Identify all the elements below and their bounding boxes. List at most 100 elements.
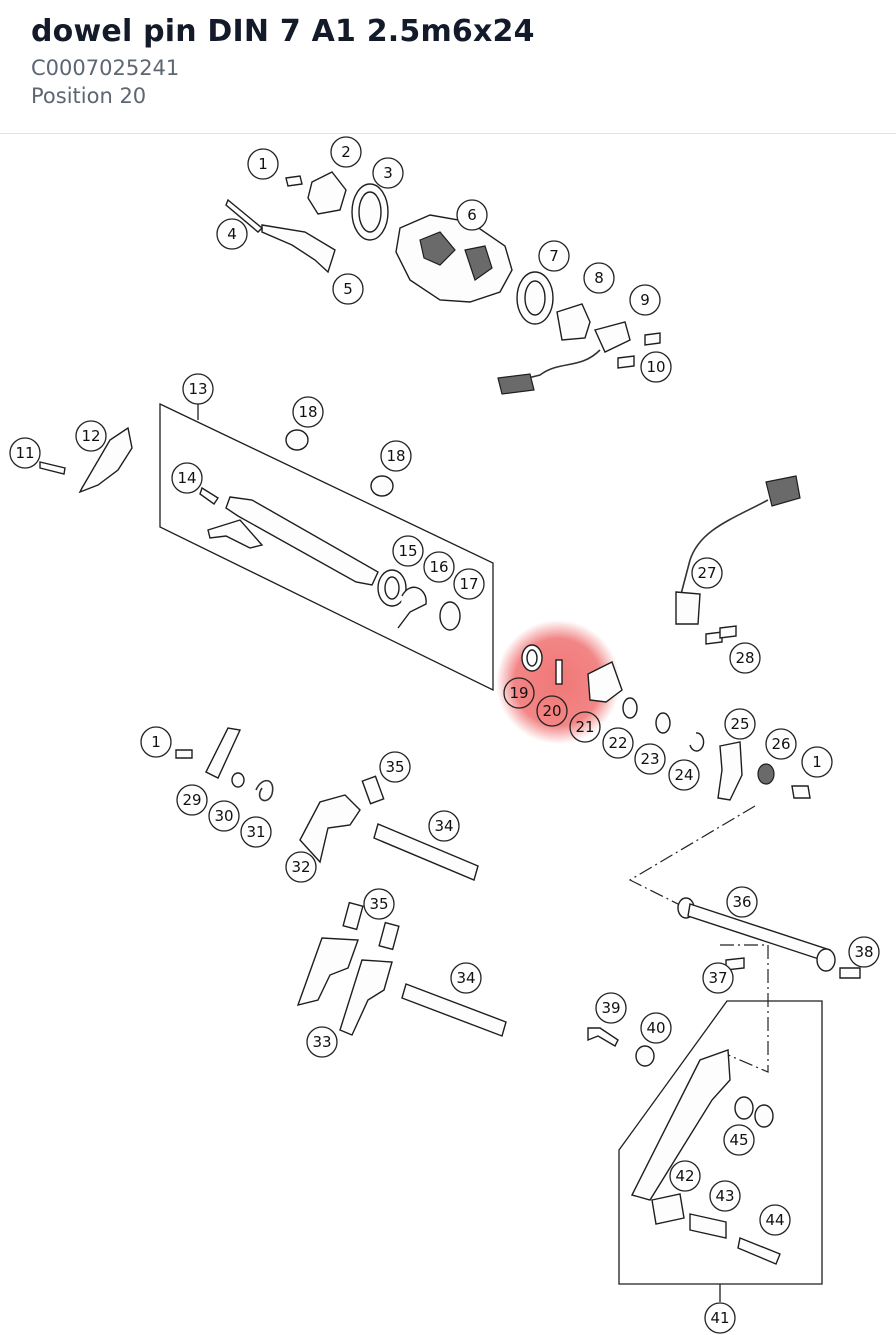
- callout-17[interactable]: 17: [453, 568, 485, 600]
- svg-text:45: 45: [729, 1131, 748, 1149]
- callout-40[interactable]: 40: [640, 1012, 672, 1044]
- svg-text:9: 9: [640, 291, 650, 309]
- callout-42[interactable]: 42: [669, 1160, 701, 1192]
- part-title: dowel pin DIN 7 A1 2.5m6x24: [31, 14, 535, 49]
- callout-34b[interactable]: 34: [450, 962, 482, 994]
- part-position: Position 20: [31, 84, 147, 108]
- svg-text:44: 44: [765, 1211, 784, 1229]
- svg-text:6: 6: [467, 206, 477, 224]
- svg-text:31: 31: [246, 823, 265, 841]
- shift-lever-frame: [618, 1000, 823, 1302]
- callout-18b[interactable]: 18: [380, 440, 412, 472]
- callout-14[interactable]: 14: [171, 462, 203, 494]
- callout-26[interactable]: 26: [765, 728, 797, 760]
- svg-text:40: 40: [646, 1019, 665, 1037]
- callout-33[interactable]: 33: [306, 1026, 338, 1058]
- callout-1[interactable]: 1: [247, 148, 279, 180]
- callout-31[interactable]: 31: [240, 816, 272, 848]
- callout-24[interactable]: 24: [668, 759, 700, 791]
- callout-38[interactable]: 38: [848, 936, 880, 968]
- callout-7[interactable]: 7: [538, 240, 570, 272]
- callout-11[interactable]: 11: [9, 437, 41, 469]
- svg-text:19: 19: [509, 684, 528, 702]
- callout-28[interactable]: 28: [729, 642, 761, 674]
- callout-2[interactable]: 2: [330, 136, 362, 168]
- parts-shift-forks: [175, 727, 507, 1037]
- parts-shift-shaft: [199, 429, 461, 631]
- callout-19[interactable]: 19: [503, 677, 535, 709]
- svg-text:1: 1: [151, 733, 161, 751]
- parts-bracket: [39, 426, 133, 494]
- svg-text:27: 27: [697, 564, 716, 582]
- svg-text:7: 7: [549, 247, 559, 265]
- callout-44[interactable]: 44: [759, 1204, 791, 1236]
- svg-text:29: 29: [182, 791, 201, 809]
- exploded-parts-diagram: 1 2 3 4 5 6 7 8 9 10 11 12 13 14 18 18 1…: [9, 136, 880, 1334]
- svg-text:37: 37: [708, 969, 727, 987]
- callout-39[interactable]: 39: [595, 992, 627, 1024]
- callout-21[interactable]: 21: [569, 711, 601, 743]
- callout-1c[interactable]: 1: [140, 726, 172, 758]
- svg-text:11: 11: [15, 444, 34, 462]
- linkage-dashline: [628, 805, 769, 1073]
- parts-shift-drum: [225, 171, 661, 395]
- parts-sensor: [675, 475, 801, 645]
- svg-text:22: 22: [608, 734, 627, 752]
- svg-text:34: 34: [456, 969, 475, 987]
- svg-text:3: 3: [383, 164, 393, 182]
- svg-text:41: 41: [710, 1309, 729, 1327]
- callout-10[interactable]: 10: [640, 351, 672, 383]
- svg-text:35: 35: [385, 758, 404, 776]
- callout-15[interactable]: 15: [392, 535, 424, 567]
- callout-23[interactable]: 23: [634, 743, 666, 775]
- callout-35[interactable]: 35: [379, 751, 411, 783]
- callout-5[interactable]: 5: [332, 273, 364, 305]
- svg-text:23: 23: [640, 750, 659, 768]
- callout-30[interactable]: 30: [208, 800, 240, 832]
- callout-32[interactable]: 32: [285, 851, 317, 883]
- svg-text:30: 30: [214, 807, 233, 825]
- svg-text:18: 18: [298, 403, 317, 421]
- svg-text:2: 2: [341, 143, 351, 161]
- callout-16[interactable]: 16: [423, 551, 455, 583]
- callout-6[interactable]: 6: [456, 199, 488, 231]
- parts-shift-locking: [521, 644, 811, 801]
- svg-text:18: 18: [386, 447, 405, 465]
- svg-text:10: 10: [646, 358, 665, 376]
- svg-text:14: 14: [177, 469, 196, 487]
- callout-20[interactable]: 20: [536, 695, 568, 727]
- svg-text:28: 28: [735, 649, 754, 667]
- callout-27[interactable]: 27: [691, 557, 723, 589]
- svg-text:15: 15: [398, 542, 417, 560]
- callout-12[interactable]: 12: [75, 420, 107, 452]
- callout-37[interactable]: 37: [702, 962, 734, 994]
- svg-text:39: 39: [601, 999, 620, 1017]
- callout-25[interactable]: 25: [724, 708, 756, 740]
- svg-text:1: 1: [258, 155, 268, 173]
- callout-41[interactable]: 41: [704, 1302, 736, 1334]
- callout-29[interactable]: 29: [176, 784, 208, 816]
- callout-45[interactable]: 45: [723, 1124, 755, 1156]
- callout-13[interactable]: 13: [182, 373, 214, 405]
- svg-text:34: 34: [434, 817, 453, 835]
- callout-3[interactable]: 3: [372, 157, 404, 189]
- callout-8[interactable]: 8: [583, 262, 615, 294]
- callout-9[interactable]: 9: [629, 284, 661, 316]
- svg-text:24: 24: [674, 766, 693, 784]
- callout-36[interactable]: 36: [726, 886, 758, 918]
- callout-35b[interactable]: 35: [363, 888, 395, 920]
- svg-text:21: 21: [575, 718, 594, 736]
- callout-4[interactable]: 4: [216, 218, 248, 250]
- callout-34[interactable]: 34: [428, 810, 460, 842]
- part-code: C0007025241: [31, 56, 180, 80]
- callout-1b[interactable]: 1: [801, 746, 833, 778]
- callout-22[interactable]: 22: [602, 727, 634, 759]
- svg-text:33: 33: [312, 1033, 331, 1051]
- svg-text:5: 5: [343, 280, 353, 298]
- svg-text:35: 35: [369, 895, 388, 913]
- parts-shift-linkage: [587, 897, 861, 1265]
- shift-shaft-frame: [159, 402, 494, 692]
- callout-18[interactable]: 18: [292, 396, 324, 428]
- callout-43[interactable]: 43: [709, 1180, 741, 1212]
- svg-text:16: 16: [429, 558, 448, 576]
